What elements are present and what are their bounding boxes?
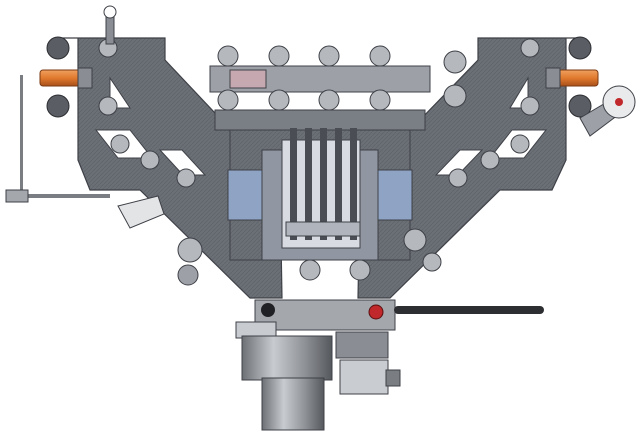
top-roller-3 [318,45,340,67]
right-orange-spool [557,69,599,87]
bottom-drive-unit [235,299,544,431]
motor-housing [241,335,333,381]
top-roller-4 [369,45,391,67]
top-roller-1 [217,45,239,67]
left-sensor-arm [5,75,165,229]
right-spool-assembly [520,36,636,137]
slot-4 [335,128,342,240]
right-blue-bracket [371,169,413,221]
left-sensor-head [117,195,165,229]
slot-5 [350,128,357,240]
black-knob [261,303,275,317]
arm-rollers [110,134,530,286]
left-orange-spool [39,69,81,87]
antenna-rod [394,306,544,314]
red-indicator [368,304,384,320]
top-roller-2 [268,45,290,67]
slot-3 [320,128,327,240]
motor-cylinder [261,377,325,431]
left-spool-assembly [39,5,118,118]
top-roller-bar [209,45,467,111]
slot-2 [305,128,312,240]
slot-1 [290,128,297,240]
central-body [214,109,426,261]
control-box [339,359,389,395]
